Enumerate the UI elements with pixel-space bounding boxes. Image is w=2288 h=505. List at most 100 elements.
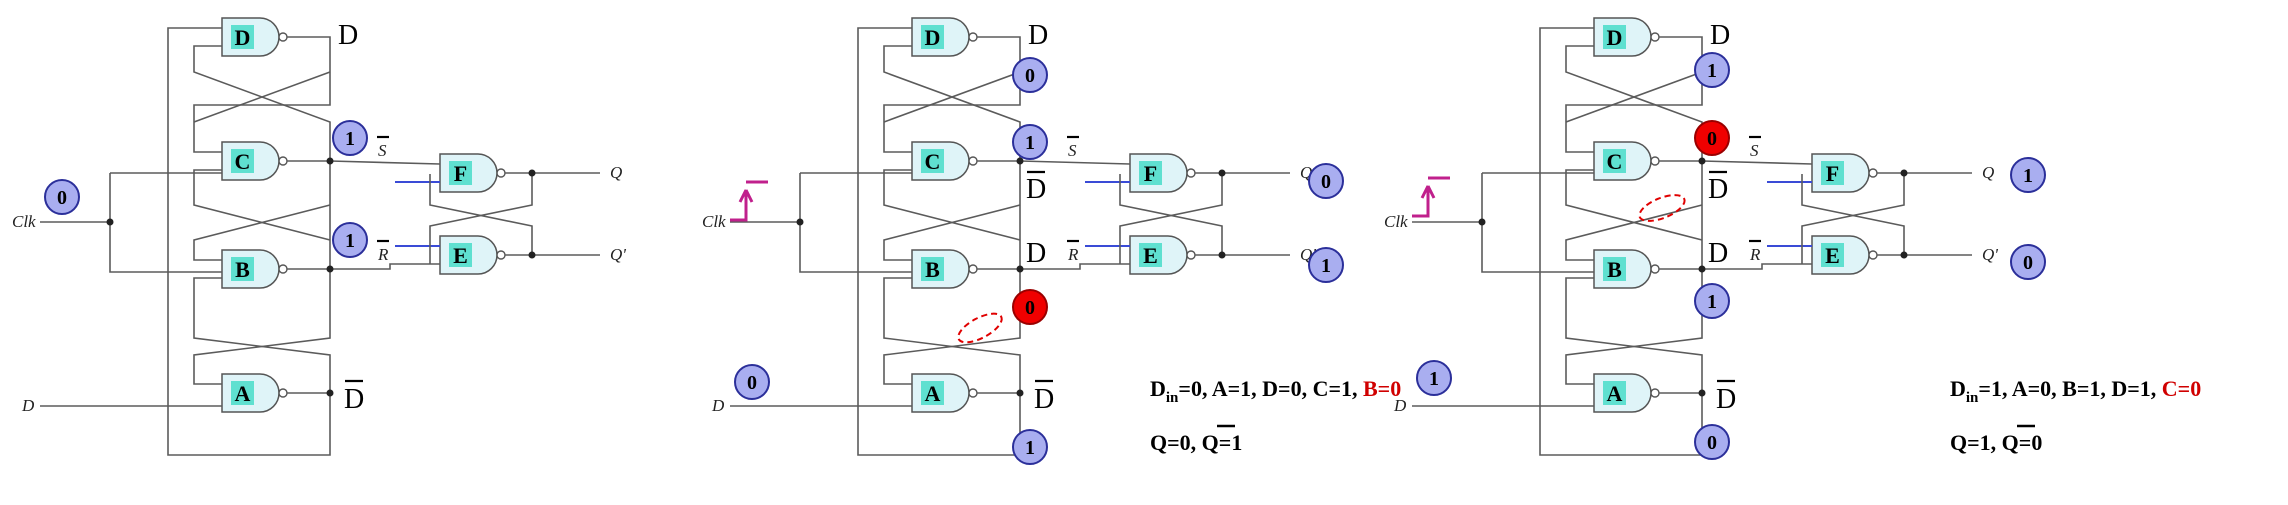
gate-label-d: D: [1607, 25, 1623, 50]
junction-dot: [1016, 265, 1024, 273]
label-q-prime: Q': [610, 245, 626, 264]
label-clk: Clk: [1384, 212, 1408, 231]
junction-dot: [1478, 218, 1486, 226]
junction-dot: [326, 265, 334, 273]
inverter-bubble: [278, 264, 288, 274]
gate-e: E: [1129, 235, 1196, 275]
label-d-input: D: [711, 396, 725, 415]
gate-label-f: F: [454, 161, 467, 186]
gate-b: B: [221, 249, 288, 289]
junction-dot: [1218, 169, 1226, 177]
gate-e: E: [439, 235, 506, 275]
label-d-bar: D: [1716, 384, 1736, 415]
inverter-bubble: [1650, 156, 1660, 166]
node-a-value: 0: [1707, 432, 1717, 454]
gate-label-bg: [1603, 149, 1626, 173]
junction-dot: [106, 218, 114, 226]
gate-label-bg: [1603, 25, 1626, 49]
label-clk: Clk: [702, 212, 726, 231]
gate-label-a: A: [925, 381, 941, 406]
label-d-bar: D: [1034, 384, 1054, 415]
gate-label-f: F: [1826, 161, 1839, 186]
label-r-bar: R: [377, 245, 389, 264]
rising-edge-icon: [730, 180, 768, 222]
gate-f: F: [439, 153, 506, 193]
gate-label-d: D: [925, 25, 941, 50]
inverter-bubble: [1186, 168, 1196, 178]
node-a: 1: [1012, 429, 1048, 465]
label-s-bar: S: [1750, 141, 1759, 160]
node-clk: 0: [44, 179, 80, 215]
junction-dot: [1016, 389, 1024, 397]
node-b: 1: [1694, 283, 1730, 319]
inverter-bubble: [1868, 168, 1878, 178]
gate-b: B: [1593, 249, 1660, 289]
inverter-bubble: [968, 388, 978, 398]
junction-dot: [1698, 157, 1706, 165]
gate-label-bg: [231, 381, 254, 405]
inverter-bubble: [278, 388, 288, 398]
gate-f: F: [1129, 153, 1196, 193]
gate-f: F: [1811, 153, 1878, 193]
label-d-bar-c: D: [1708, 174, 1728, 205]
node-a: 0: [1694, 424, 1730, 460]
node-q: 1: [2010, 157, 2046, 193]
node-r-value: 1: [345, 230, 355, 252]
label-q: Q: [1982, 163, 1994, 182]
gate-label-bg: [1603, 381, 1626, 405]
node-q-prime: 0: [2010, 244, 2046, 280]
gate-label-bg: [1821, 161, 1844, 185]
gate-label-bg: [1821, 243, 1844, 267]
highlight-ellipse: [1638, 194, 1686, 222]
gate-label-e: E: [1825, 243, 1840, 268]
node-s-value: 1: [1025, 132, 1035, 154]
state-equation: Din=0, A=1, D=0, C=1, B=0: [1150, 376, 1401, 406]
gate-label-c: C: [925, 149, 941, 174]
inverter-bubble: [278, 32, 288, 42]
label-s-bar: S: [378, 141, 387, 160]
node-d-in-value: 1: [1429, 368, 1439, 390]
junction-dot: [796, 218, 804, 226]
gate-label-bg: [921, 149, 944, 173]
label-d-bar-c: D: [1026, 174, 1046, 205]
junction-dot: [1698, 389, 1706, 397]
node-d-top-value: 0: [1025, 65, 1035, 87]
label-d: D: [1028, 20, 1048, 51]
label-d-input: D: [1393, 396, 1407, 415]
node-d-top-value: 1: [1707, 60, 1717, 82]
gate-label-a: A: [235, 381, 251, 406]
node-d-top: 1: [1694, 52, 1730, 88]
node-r: 1: [332, 222, 368, 258]
gate-c: C: [1593, 141, 1660, 181]
output-equation: Q=1, Q=0: [1950, 430, 2042, 455]
label-r-bar: R: [1749, 245, 1761, 264]
node-b: 0: [1012, 289, 1048, 325]
inverter-bubble: [496, 168, 506, 178]
gate-label-bg: [1139, 161, 1162, 185]
node-q-prime: 1: [1308, 247, 1344, 283]
gate-label-e: E: [1143, 243, 1158, 268]
junction-dot: [326, 389, 334, 397]
node-d-in-value: 0: [747, 372, 757, 394]
gate-b: B: [911, 249, 978, 289]
gate-label-c: C: [1607, 149, 1623, 174]
inverter-bubble: [968, 264, 978, 274]
gate-label-bg: [921, 25, 944, 49]
node-q-prime-value: 1: [1321, 255, 1331, 277]
node-s-value: 1: [345, 128, 355, 150]
gate-d: D: [911, 17, 978, 57]
gate-label-bg: [1603, 257, 1626, 281]
gate-a: A: [221, 373, 288, 413]
label-d-b: D: [1026, 238, 1046, 269]
label-r-bar: R: [1067, 245, 1079, 264]
gate-label-bg: [921, 257, 944, 281]
node-d-in: 0: [734, 364, 770, 400]
node-a-value: 1: [1025, 437, 1035, 459]
gate-label-bg: [1139, 243, 1162, 267]
node-b-value: 1: [1707, 291, 1717, 313]
gate-label-bg: [231, 25, 254, 49]
label-clk: Clk: [12, 212, 36, 231]
gate-label-bg: [449, 243, 472, 267]
